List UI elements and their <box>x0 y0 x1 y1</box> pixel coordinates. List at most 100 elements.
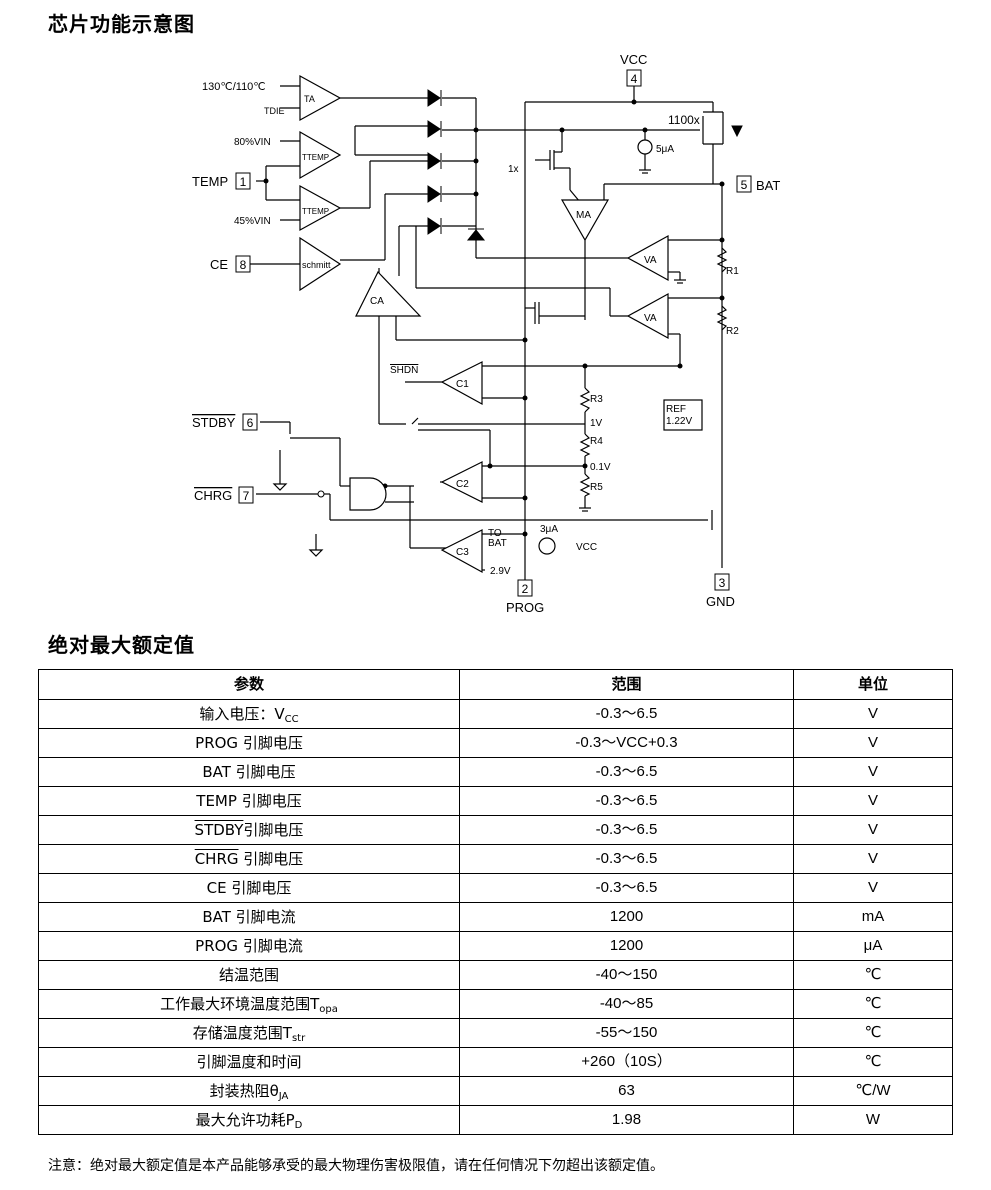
label-1v: 1V <box>590 418 603 429</box>
label-ma: MA <box>576 210 591 221</box>
pin-name-bat: BAT <box>756 178 780 193</box>
param-cell: BAT 引脚电流 <box>38 902 460 932</box>
unit-cell: ℃ <box>793 1018 953 1048</box>
unit-cell: V <box>793 728 953 758</box>
label-vcc-src: VCC <box>576 542 597 553</box>
param-cell: 结温范围 <box>38 960 460 990</box>
param-cell: PROG 引脚电压 <box>38 728 460 758</box>
label-ref: REF <box>666 404 686 415</box>
pin-num-prog: 2 <box>522 582 529 596</box>
unit-cell: V <box>793 873 953 903</box>
unit-cell: V <box>793 815 953 845</box>
label-ttemp-2: TTEMP <box>302 207 329 216</box>
junction-dots <box>263 99 725 537</box>
label-80vin: 80%VIN <box>234 137 271 148</box>
label-r5: R5 <box>590 482 603 493</box>
label-ratio-1x: 1x <box>508 164 519 175</box>
label-r2: R2 <box>726 326 739 337</box>
label-ta-in: 130℃/110℃ <box>202 81 266 93</box>
param-cell: 最大允许功耗PD <box>38 1105 460 1135</box>
range-cell: -0.3～6.5 <box>459 786 794 816</box>
table-section-title: 绝对最大额定值 <box>48 633 195 657</box>
range-cell: +260（10S） <box>459 1047 794 1077</box>
table-row: BAT 引脚电压 -0.3～6.5 V <box>38 757 953 787</box>
table-row: CE 引脚电压 -0.3～6.5 V <box>38 873 953 903</box>
table-row: PROG 引脚电流 1200 μA <box>38 931 953 961</box>
range-cell: 1200 <box>459 902 794 932</box>
table-row: 引脚温度和时间 +260（10S） ℃ <box>38 1047 953 1077</box>
pin-num-vcc: 4 <box>631 72 638 86</box>
label-45vin: 45%VIN <box>234 216 271 227</box>
param-cell: 存储温度范围Tstr <box>38 1018 460 1048</box>
range-cell: -55～150 <box>459 1018 794 1048</box>
param-cell: 工作最大环境温度范围Topa <box>38 989 460 1019</box>
current-sources <box>538 139 653 555</box>
comparator-blocks <box>299 74 669 574</box>
pin-name-stdby: STDBY <box>192 415 236 430</box>
table-row: 最大允许功耗PD 1.98 W <box>38 1105 953 1135</box>
unit-cell: mA <box>793 902 953 932</box>
table-row: STDBY引脚电压 -0.3～6.5 V <box>38 815 953 845</box>
pin-num-stdby: 6 <box>247 416 254 430</box>
unit-cell: V <box>793 844 953 874</box>
pin-name-vcc: VCC <box>620 52 647 67</box>
pin-num-temp: 1 <box>240 175 247 189</box>
pin-name-prog: PROG <box>506 600 544 615</box>
param-cell: STDBY引脚电压 <box>38 815 460 845</box>
table-row: 封装热阻θJA 63 ℃/W <box>38 1076 953 1106</box>
label-ta: TA <box>304 94 315 104</box>
label-c2: C2 <box>456 479 469 490</box>
label-shdn: SHDN <box>390 365 418 376</box>
param-cell: PROG 引脚电流 <box>38 931 460 961</box>
label-r3: R3 <box>590 394 603 405</box>
unit-cell: μA <box>793 931 953 961</box>
pin-name-chrg: CHRG <box>194 488 232 503</box>
range-cell: -40～150 <box>459 960 794 990</box>
range-cell: -40～85 <box>459 989 794 1019</box>
ground-symbols <box>272 169 686 557</box>
unit-cell: W <box>793 1105 953 1135</box>
table-row: 结温范围 -40～150 ℃ <box>38 960 953 990</box>
label-to-bat: BAT <box>488 538 507 549</box>
pin-num-gnd: 3 <box>719 576 726 590</box>
label-to: TO <box>488 528 502 539</box>
label-3ua: 3μA <box>540 524 558 535</box>
range-cell: 1200 <box>459 931 794 961</box>
pin-num-bat: 5 <box>741 178 748 192</box>
table-row: 存储温度范围Tstr -55～150 ℃ <box>38 1018 953 1048</box>
param-cell: 封装热阻θJA <box>38 1076 460 1106</box>
pin-name-ce: CE <box>210 257 228 272</box>
header-range: 范围 <box>459 669 794 700</box>
table-row: BAT 引脚电流 1200 mA <box>38 902 953 932</box>
label-5ua: 5μA <box>656 144 674 155</box>
param-cell: 输入电压：VCC <box>38 699 460 729</box>
range-cell: -0.3～6.5 <box>459 757 794 787</box>
pin-num-chrg: 7 <box>243 489 250 503</box>
pin-boxes <box>235 69 752 597</box>
diagram-section-title: 芯片功能示意图 <box>48 12 195 36</box>
label-ratio-1100x: 1100x <box>668 113 700 127</box>
pin-name-gnd: GND <box>706 594 735 609</box>
label-va-1: VA <box>644 255 657 266</box>
unit-cell: ℃ <box>793 960 953 990</box>
diode-array <box>427 89 743 241</box>
label-ref-voltage: 1.22V <box>666 416 692 427</box>
range-cell: -0.3～VCC+0.3 <box>459 728 794 758</box>
nand-gate <box>349 477 387 511</box>
param-cell: CHRG 引脚电压 <box>38 844 460 874</box>
param-cell: BAT 引脚电压 <box>38 757 460 787</box>
label-ca: CA <box>370 296 384 307</box>
label-ttemp-1: TTEMP <box>302 153 329 162</box>
label-r4: R4 <box>590 436 603 447</box>
nand-bubble <box>317 490 325 498</box>
table-row: PROG 引脚电压 -0.3～VCC+0.3 V <box>38 728 953 758</box>
header-unit: 单位 <box>793 669 953 700</box>
label-tdie: TDIE <box>264 106 285 116</box>
label-c3: C3 <box>456 547 469 558</box>
ref-box <box>663 399 703 431</box>
range-cell: -0.3～6.5 <box>459 815 794 845</box>
table-row: TEMP 引脚电压 -0.3～6.5 V <box>38 786 953 816</box>
unit-cell: V <box>793 786 953 816</box>
label-schmitt: schmitt <box>302 260 331 270</box>
absolute-max-ratings-table: 参数 范围 单位 输入电压：VCC -0.3～6.5 V PROG 引脚电压 -… <box>38 669 953 1135</box>
